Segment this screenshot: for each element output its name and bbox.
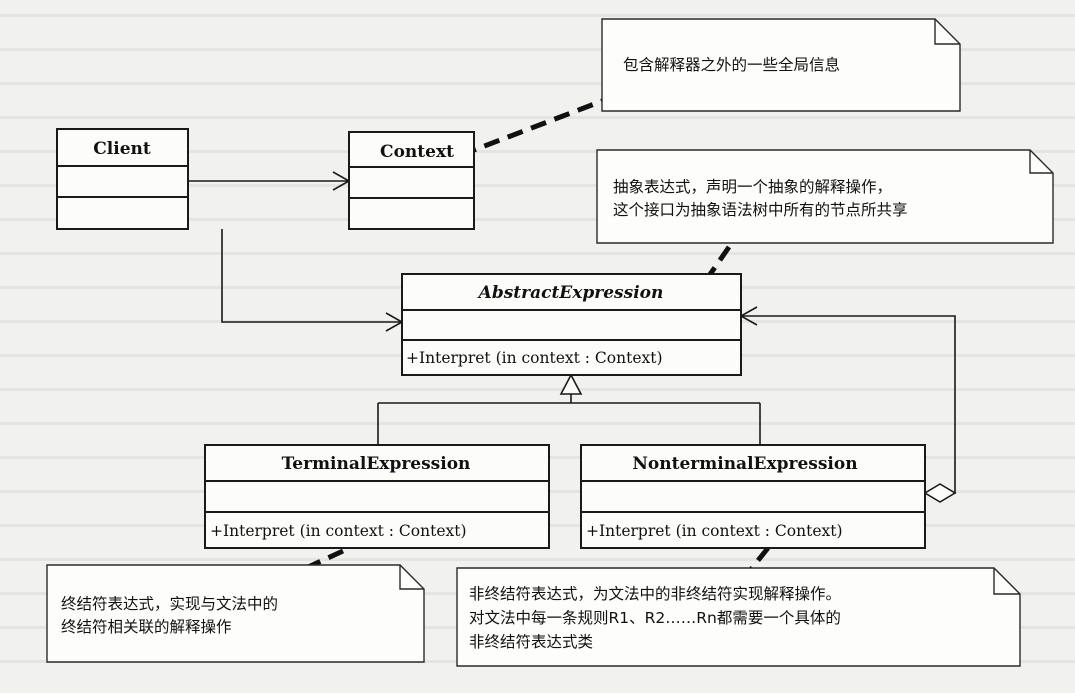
- note-context-line-1: 包含解释器之外的一些全局信息: [623, 56, 840, 74]
- operation-interpret-nonterminal: +Interpret (in context : Context): [586, 522, 843, 540]
- note-nonterminal-expression: 非终结符表达式，为文法中的非终结符实现解释操作。 对文法中每一条规则R1、R2……: [456, 567, 1021, 667]
- note-terminal-line-2: 终结符相关联的解释操作: [61, 618, 232, 636]
- note-nonterminal-line-3: 非终结符表达式类: [469, 633, 593, 651]
- class-name-terminal-expression: TerminalExpression: [282, 454, 471, 474]
- aggregation-edge: [739, 306, 957, 503]
- note-abstract-line-1: 抽象表达式，声明一个抽象的解释操作，: [613, 178, 892, 196]
- class-name-client: Client: [93, 139, 151, 159]
- note-nonterminal-line-1: 非终结符表达式，为文法中的非终结符实现解释操作。: [469, 585, 841, 603]
- class-name-abstract-expression: AbstractExpression: [477, 283, 664, 303]
- class-nonterminal-expression[interactable]: NonterminalExpression +Interpret (in con…: [580, 444, 926, 549]
- note-abstract-line-2: 这个接口为抽象语法树中所有的节点所共享: [613, 201, 908, 219]
- note-context: 包含解释器之外的一些全局信息: [601, 18, 961, 112]
- class-client[interactable]: Client: [56, 128, 189, 230]
- note-abstract-expression: 抽象表达式，声明一个抽象的解释操作， 这个接口为抽象语法树中所有的节点所共享: [596, 149, 1054, 244]
- operation-interpret-terminal: +Interpret (in context : Context): [210, 522, 467, 540]
- note-nonterminal-line-2: 对文法中每一条规则R1、R2……Rn都需要一个具体的: [469, 609, 841, 627]
- class-terminal-expression[interactable]: TerminalExpression +Interpret (in contex…: [204, 444, 550, 549]
- operation-interpret-abstract: +Interpret (in context : Context): [406, 349, 663, 367]
- generalization-edges: [377, 373, 761, 445]
- note-terminal-line-1: 终结符表达式，实现与文法中的: [61, 595, 278, 613]
- class-context[interactable]: Context: [348, 131, 475, 230]
- class-name-nonterminal-expression: NonterminalExpression: [632, 454, 857, 474]
- aggregation-diamond: [923, 483, 957, 503]
- class-name-context: Context: [380, 142, 454, 162]
- class-abstract-expression[interactable]: AbstractExpression +Interpret (in contex…: [401, 273, 742, 376]
- note-terminal-expression: 终结符表达式，实现与文法中的 终结符相关联的解释操作: [46, 564, 425, 663]
